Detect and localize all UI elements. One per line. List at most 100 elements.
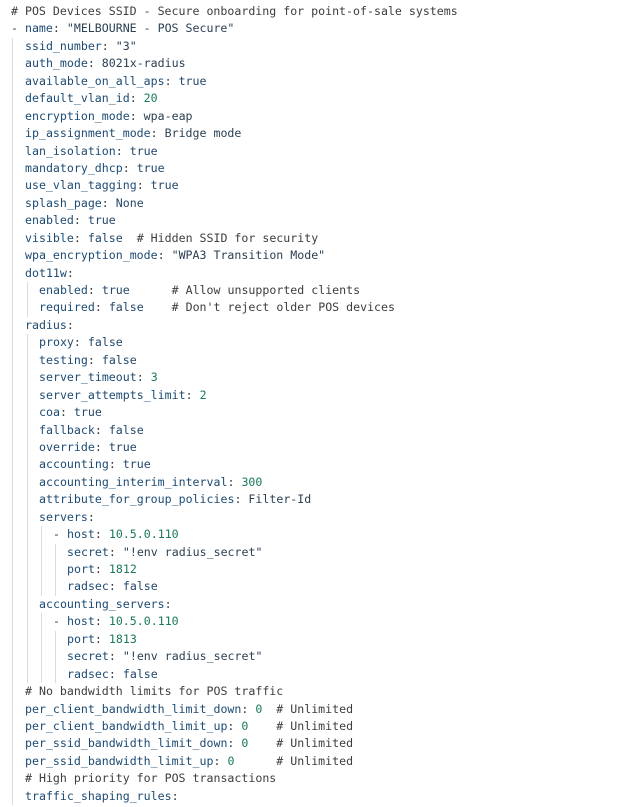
yaml-key: attribute_for_group_policies [39,492,235,507]
code-line[interactable]: server_timeout: 3 [0,369,629,387]
code-line[interactable]: per_client_bandwidth_limit_down: 0 # Unl… [0,700,629,718]
code-line[interactable]: enabled: true [0,212,629,230]
code-line[interactable]: auth_mode: 8021x-radius [0,55,629,73]
indent-guide [12,142,13,160]
code-line[interactable]: ssid_number: "3" [0,37,629,56]
code-line[interactable]: fallback: false [0,421,629,439]
line-text: per_ssid_bandwidth_limit_up: 0 # Unlimit… [25,753,353,770]
yaml-key: radius [25,317,67,332]
string-value: "!env radius_secret" [122,649,263,664]
code-line[interactable]: # High priority for POS transactions [0,770,629,788]
code-line[interactable]: override: true [0,438,629,457]
indent-guide [12,613,13,631]
code-line[interactable]: server_attempts_limit: 2 [0,386,629,405]
code-line[interactable]: visible: false # Hidden SSID for securit… [0,229,629,248]
code-line[interactable]: radius: [0,316,629,335]
indent-guide [27,665,28,684]
code-line[interactable]: accounting_servers: [0,595,629,614]
comment: # Unlimited [262,701,354,716]
code-line[interactable]: # No bandwidth limits for POS traffic [0,683,629,701]
indent-guide [55,543,56,561]
indent-guide [12,438,13,457]
code-line[interactable]: - name: "MELBOURNE - POS Secure" [0,20,629,37]
code-line[interactable]: radsec: false [0,578,629,596]
code-line[interactable]: lan_isolation: true [0,142,629,160]
indent-guide [12,787,13,806]
punctuation: : [87,56,102,71]
code-line[interactable]: port: 1813 [0,630,629,649]
yaml-key: ssid_number [25,38,102,53]
code-line[interactable]: - host: 10.5.0.110 [0,526,629,544]
code-line[interactable]: secret: "!env radius_secret" [0,543,629,561]
indent-guide [27,630,28,649]
indent-guide [12,683,13,701]
code-line[interactable]: coa: true [0,404,629,422]
code-line[interactable]: radsec: false [0,665,629,684]
code-line[interactable]: ip_assignment_mode: Bridge mode [0,125,629,143]
indent-guide [12,770,13,788]
line-text: splash_page: None [25,195,144,212]
code-line[interactable]: per_client_bandwidth_limit_up: 0 # Unlim… [0,717,629,736]
punctuation: : [94,562,109,576]
code-line[interactable]: proxy: false [0,334,629,352]
code-line[interactable]: # POS Devices SSID - Secure onboarding f… [0,3,629,20]
code-line[interactable]: wpa_encryption_mode: "WPA3 Transition Mo… [0,247,629,265]
code-line[interactable]: - host: 10.5.0.110 [0,613,629,631]
code-line[interactable]: testing: false [0,351,629,370]
yaml-key: name [24,21,53,36]
code-line[interactable]: accounting: true [0,456,629,474]
indent-guide [12,404,13,422]
yaml-key: mandatory_dhcp [25,160,123,175]
code-line[interactable]: encryption_mode: wpa-eap [0,107,629,126]
indent-guide [41,578,42,596]
code-line[interactable]: dot11w: [0,264,629,282]
punctuation: : [94,422,109,437]
indent-guide [12,55,13,73]
yaml-key: proxy [39,335,74,350]
code-line[interactable]: available_on_all_aps: true [0,72,629,91]
code-line[interactable]: enabled: true # Allow unsupported client… [0,282,629,300]
indent-guide [12,177,13,195]
yaml-key: accounting [39,457,109,472]
yaml-key: traffic_shaping_rules [25,788,172,803]
line-text: required: false # Don't reject older POS… [39,299,395,316]
code-line[interactable]: per_ssid_bandwidth_limit_down: 0 # Unlim… [0,735,629,753]
indent-guide [27,386,28,405]
boolean-value: true [129,143,158,158]
punctuation: : [108,544,123,559]
punctuation: : [87,283,102,297]
punctuation: : [241,701,256,716]
yaml-key: servers [39,509,88,524]
yaml-key: accounting_interim_interval [39,474,228,489]
code-line[interactable]: mandatory_dhcp: true [0,159,629,178]
code-line[interactable]: secret: "!env radius_secret" [0,648,629,666]
code-line[interactable]: default_vlan_id: 20 [0,90,629,108]
line-text: ssid_number: "3" [25,38,137,55]
indent-guide [27,526,28,544]
indent-guide [55,648,56,666]
comment: # No bandwidth limits for POS traffic [25,684,284,699]
indent-guide [12,648,13,666]
number-value: 0 [241,736,249,751]
yaml-key: host [66,527,95,542]
code-line[interactable]: port: 1812 [0,561,629,579]
code-line[interactable]: per_ssid_bandwidth_limit_up: 0 # Unlimit… [0,752,629,771]
punctuation: : [59,405,74,420]
code-line[interactable]: attribute_for_group_policies: Filter-Id [0,491,629,509]
indent-guide [12,526,13,544]
line-text: # High priority for POS transactions [25,770,276,787]
indent-guide [27,561,28,579]
line-text: available_on_all_aps: true [25,73,207,90]
punctuation: : [108,649,123,664]
code-line[interactable]: traffic_shaping_rules: [0,787,629,806]
punctuation: : [94,300,109,315]
code-line[interactable]: servers: [0,508,629,527]
code-line[interactable]: splash_page: None [0,194,629,213]
yaml-key: port [67,631,95,646]
line-text: per_client_bandwidth_limit_up: 0 # Unlim… [25,718,353,735]
code-line[interactable]: required: false # Don't reject older POS… [0,299,629,317]
code-line[interactable]: use_vlan_tagging: true [0,177,629,195]
code-line[interactable]: accounting_interim_interval: 300 [0,473,629,492]
yaml-key: testing [39,352,88,367]
